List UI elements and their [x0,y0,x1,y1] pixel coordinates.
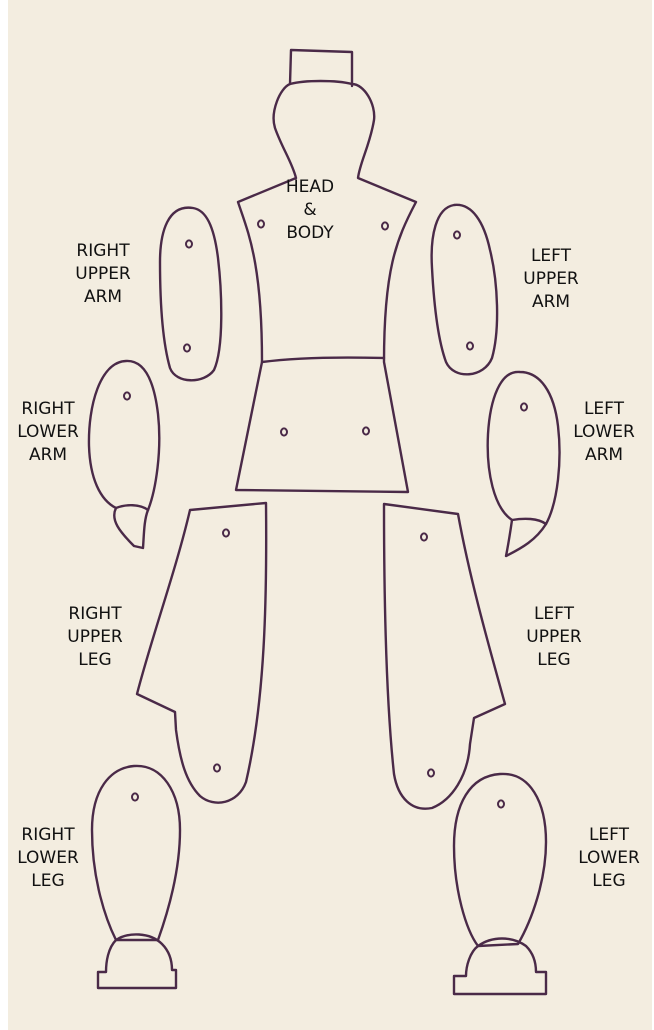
label-line: LEFT [496,245,606,268]
joint-hole [467,342,473,349]
joint-hole [124,392,130,399]
joint-hole [382,222,388,229]
head-body-outline [236,81,416,492]
right-lower-leg-outline [92,766,180,940]
joint-hole [186,240,192,247]
label-line: RIGHT [0,398,103,421]
label-line: RIGHT [40,603,150,626]
head-body-part [236,50,416,492]
joint-hole [428,769,434,776]
label-right-lower-arm: RIGHT LOWER ARM [0,398,103,467]
joint-hole [421,533,427,540]
joint-hole [184,344,190,351]
joint-hole [363,427,369,434]
joint-hole [214,764,220,771]
left-upper-arm-part [432,205,497,374]
label-right-upper-leg: RIGHT UPPER LEG [40,603,150,672]
left-upper-leg-outline [384,504,505,809]
label-line: LOWER [554,847,654,870]
joint-hole [498,800,504,807]
label-left-lower-leg: LEFT LOWER LEG [554,824,654,893]
label-line: LEG [40,649,150,672]
label-line: UPPER [48,263,158,286]
label-line: LOWER [549,421,654,444]
right-foot-outline [98,934,176,988]
label-line: & [255,199,365,222]
joint-hole [132,793,138,800]
label-line: RIGHT [48,240,158,263]
label-right-upper-arm: RIGHT UPPER ARM [48,240,158,309]
left-lower-leg-part [454,774,546,994]
right-upper-leg-part [137,503,266,803]
right-upper-arm-part [160,208,221,381]
label-line: LOWER [0,421,103,444]
label-line: LEG [499,649,609,672]
left-hand-line [512,519,546,524]
joint-hole [281,428,287,435]
label-left-lower-arm: LEFT LOWER ARM [549,398,654,467]
right-hand-line [116,505,148,510]
label-line: ARM [496,291,606,314]
left-upper-leg-part [384,504,505,809]
joint-hole [223,529,229,536]
label-line: LEFT [549,398,654,421]
right-upper-arm-outline [160,208,221,381]
label-line: ARM [48,286,158,309]
label-line: LEFT [499,603,609,626]
left-foot-outline [454,939,546,995]
label-line: HEAD [255,176,365,199]
right-lower-leg-part [92,766,180,988]
label-line: ARM [549,444,654,467]
label-line: LEG [0,870,103,893]
label-line: BODY [255,222,365,245]
waist-line [262,357,384,362]
label-line: LEFT [554,824,654,847]
joint-hole [454,231,460,238]
label-line: LOWER [0,847,103,870]
right-upper-leg-outline [137,503,266,803]
label-right-lower-leg: RIGHT LOWER LEG [0,824,103,893]
joint-hole [521,403,527,410]
label-left-upper-leg: LEFT UPPER LEG [499,603,609,672]
label-left-upper-arm: LEFT UPPER ARM [496,245,606,314]
label-line: UPPER [499,626,609,649]
label-line: UPPER [40,626,150,649]
label-head-body: HEAD & BODY [255,176,365,245]
left-upper-arm-outline [432,205,497,374]
label-line: LEG [554,870,654,893]
label-line: ARM [0,444,103,467]
label-line: UPPER [496,268,606,291]
label-line: RIGHT [0,824,103,847]
